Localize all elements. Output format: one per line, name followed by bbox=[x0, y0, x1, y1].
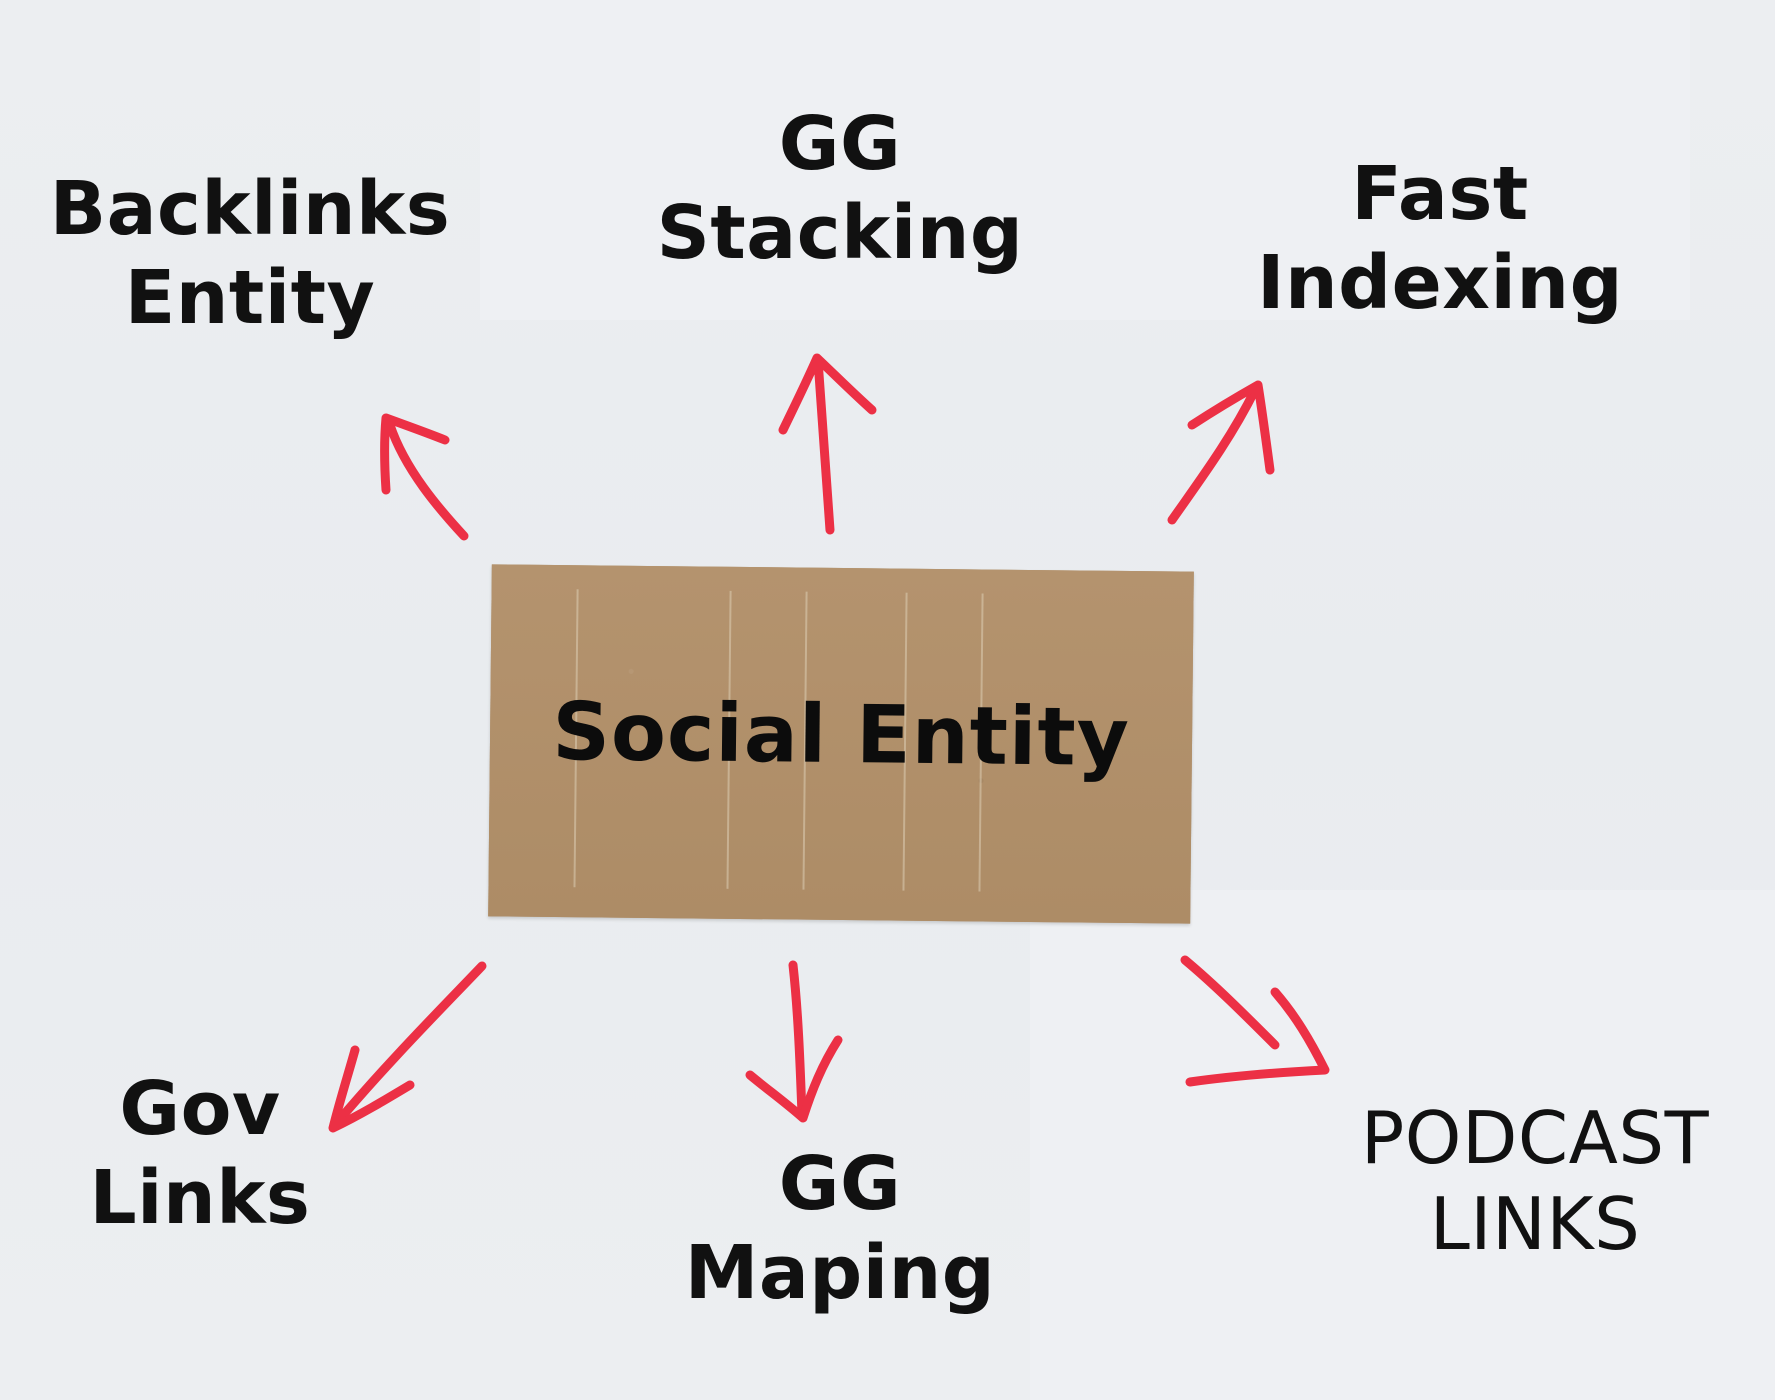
central-card: Social Entity bbox=[488, 564, 1194, 924]
background-patch bbox=[1090, 0, 1690, 320]
background-patch bbox=[480, 0, 1120, 320]
arrowhead-backlinks bbox=[380, 413, 450, 495]
node-label-line1: GG bbox=[778, 101, 902, 187]
arrowhead-maping bbox=[745, 1035, 843, 1123]
node-fast-indexing: Fast Indexing bbox=[1230, 150, 1650, 328]
node-gg-maping: GG Maping bbox=[650, 1140, 1030, 1318]
node-podcast-links: PODCAST LINKS bbox=[1310, 1095, 1760, 1268]
arrowhead-gov bbox=[328, 1045, 415, 1133]
center-label: Social Entity bbox=[551, 684, 1131, 785]
node-label-line1: GG bbox=[778, 1141, 902, 1227]
arrowhead-indexing bbox=[1187, 380, 1275, 475]
arrow-to-backlinks bbox=[385, 420, 469, 541]
node-label-line2: Links bbox=[89, 1154, 311, 1241]
node-gov-links: Gov Links bbox=[50, 1065, 350, 1243]
node-label-line1: Fast bbox=[1351, 151, 1529, 237]
background-patch bbox=[1030, 890, 1775, 1400]
arrowhead-podcast bbox=[1185, 987, 1330, 1087]
node-label-line2: Maping bbox=[684, 1229, 996, 1316]
node-label-line2: Stacking bbox=[656, 189, 1024, 276]
arrow-to-podcast bbox=[1180, 955, 1280, 1050]
arrow-to-gov bbox=[330, 961, 487, 1130]
node-label-line1: PODCAST bbox=[1360, 1096, 1710, 1180]
node-label-line2: Entity bbox=[124, 254, 376, 341]
node-gg-stacking: GG Stacking bbox=[640, 100, 1040, 278]
node-label-line1: Backlinks bbox=[49, 166, 451, 252]
node-label-line1: Gov bbox=[119, 1066, 281, 1152]
node-backlinks-entity: Backlinks Entity bbox=[40, 165, 460, 343]
arrow-to-stacking bbox=[813, 355, 835, 535]
node-label-line2: Indexing bbox=[1256, 239, 1624, 326]
arrowhead-stacking bbox=[778, 353, 877, 435]
node-label-line2: LINKS bbox=[1429, 1182, 1641, 1267]
arrow-to-maping bbox=[788, 960, 807, 1120]
arrow-to-indexing bbox=[1167, 385, 1260, 525]
